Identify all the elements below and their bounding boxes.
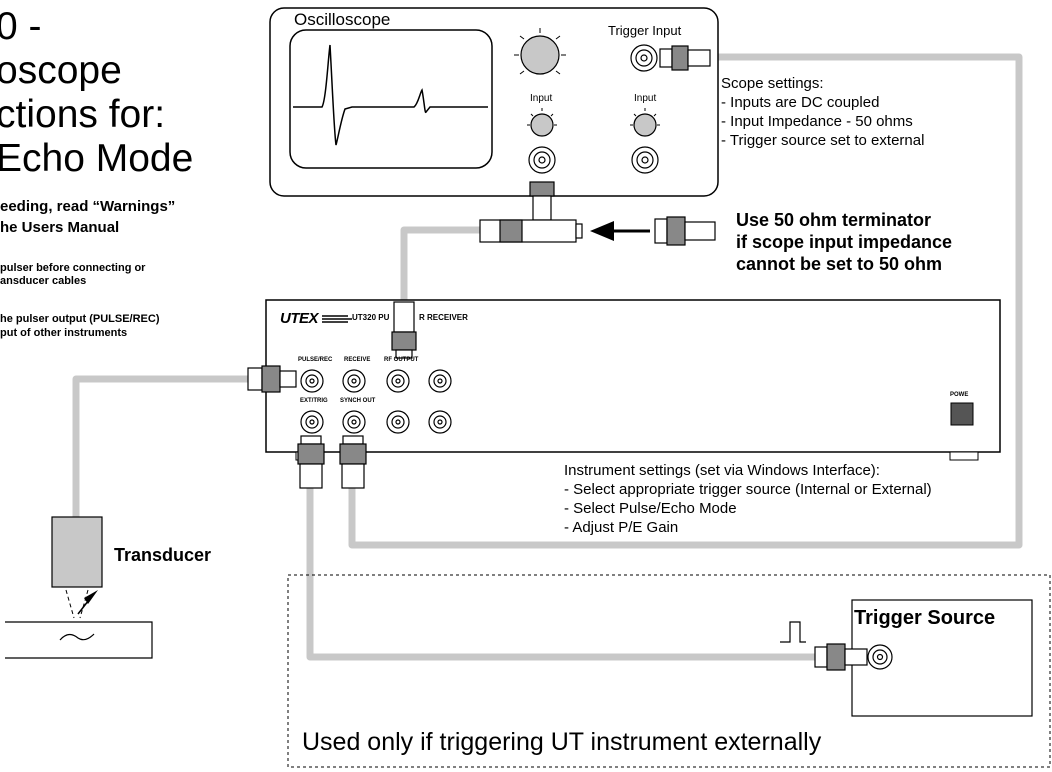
rf-output-connector — [391, 301, 417, 359]
socket-aux-3 — [428, 410, 452, 434]
socket-pulse-rec — [300, 369, 324, 393]
terminator-plug — [654, 216, 716, 246]
instrument-foot-right — [949, 451, 979, 461]
input2-label: Input — [634, 93, 657, 104]
socket-aux-2 — [386, 410, 410, 434]
scope-settings-line-1: Scope settings: — [721, 75, 824, 92]
brand-logo: UTEX — [280, 310, 319, 327]
scope-settings-line-4: - Trigger source set to external — [721, 132, 925, 149]
socket-synch-out — [342, 410, 366, 434]
instrument-settings-line-1: Instrument settings (set via Windows Int… — [564, 462, 880, 479]
model-label-right: R RECEIVER — [419, 313, 468, 322]
ext-trig-connector — [297, 435, 325, 489]
socket-rf-output — [386, 369, 410, 393]
instrument-settings-line-3: - Select Pulse/Echo Mode — [564, 500, 737, 517]
transducer-beam — [65, 589, 89, 619]
trigger-input-label: Trigger Input — [608, 23, 682, 38]
external-trigger-note: Used only if triggering UT instrument ex… — [302, 728, 822, 756]
cable-trigger-source — [306, 488, 815, 661]
logo-stripes — [322, 315, 352, 323]
cable-scope-to-rfoutput — [400, 226, 480, 308]
warning-pulser-off-line-2: ansducer cables — [0, 275, 87, 287]
instrument-settings-line-4: - Adjust P/E Gain — [564, 519, 679, 536]
trigger-source-socket — [867, 644, 893, 670]
trigger-source-connector — [814, 643, 868, 671]
title-line-2: oscope — [0, 49, 122, 92]
port-label-pulse-rec: PULSE/REC — [298, 357, 333, 363]
warning-pulser-output-line-1: he pulser output (PULSE/REC) — [0, 313, 160, 325]
power-label: POWE — [950, 392, 969, 398]
oscilloscope-label: Oscilloscope — [294, 10, 391, 29]
socket-aux-1 — [428, 369, 452, 393]
scope-input1-socket — [528, 146, 556, 174]
cables — [72, 53, 1023, 661]
socket-receive — [342, 369, 366, 393]
oscilloscope-screen — [289, 29, 493, 169]
input2-knob — [630, 108, 660, 137]
transducer-body — [51, 516, 103, 588]
scope-settings-line-2: - Inputs are DC coupled — [721, 94, 880, 111]
port-label-ext-trig: EXT/TRIG — [300, 398, 328, 404]
cable-trigger-to-scope — [348, 53, 1023, 549]
instrument-body — [265, 299, 1001, 453]
cable-transducer — [72, 375, 250, 517]
scope-settings-line-3: - Input Impedance - 50 ohms — [721, 113, 913, 130]
synch-out-connector — [339, 435, 367, 489]
port-label-receive: RECEIVE — [344, 357, 371, 363]
power-button — [950, 402, 974, 426]
input1-knob — [527, 108, 557, 137]
instrument-settings-line-2: - Select appropriate trigger source (Int… — [564, 481, 932, 498]
port-label-synch-out: SYNCH OUT — [340, 398, 376, 404]
waveform — [293, 44, 488, 146]
terminator-note-line-1: Use 50 ohm terminator — [736, 210, 932, 230]
test-specimen — [5, 621, 153, 659]
port-label-rf-output: RF OUTPUT — [384, 357, 419, 363]
title-line-3: ctions for: — [0, 93, 166, 136]
scope-trigger-socket — [630, 44, 658, 72]
model-label-left: UT320 PU — [352, 313, 390, 322]
trigger-source-label: Trigger Source — [854, 607, 996, 629]
t-connector — [479, 181, 583, 243]
input1-label: Input — [530, 93, 553, 104]
echo-arrow-shaft — [77, 595, 93, 615]
pulse-symbol — [780, 621, 806, 643]
socket-ext-trig — [300, 410, 324, 434]
warning-pulser-off-line-1: pulser before connecting or — [0, 262, 146, 274]
transducer-label: Transducer — [114, 545, 212, 565]
title-line-1: 0 - — [0, 5, 42, 48]
pulse-rec-connector — [247, 365, 297, 393]
title-line-4: Echo Mode — [0, 137, 194, 180]
terminator-arrow — [590, 221, 650, 241]
terminator-note-line-3: cannot be set to 50 ohm — [736, 254, 943, 274]
instrument-sockets — [300, 369, 452, 434]
large-knob — [514, 28, 566, 75]
warning-read-line-1: eeding, read “Warnings” — [0, 198, 176, 215]
external-trigger-region — [287, 574, 1051, 768]
terminator-note-line-2: if scope input impedance — [736, 232, 953, 252]
warning-read-line-2: he Users Manual — [0, 219, 120, 236]
warning-pulser-output-line-2: put of other instruments — [0, 327, 128, 339]
trigger-input-connector — [659, 45, 711, 71]
scope-input2-socket — [631, 146, 659, 174]
